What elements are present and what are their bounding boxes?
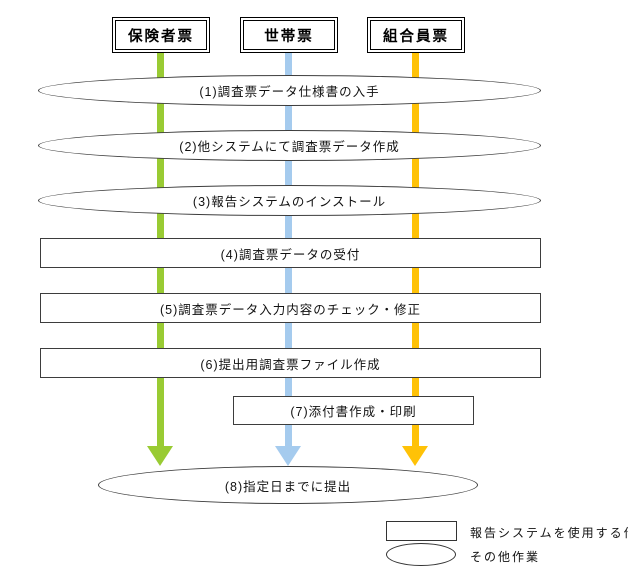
step-7-rect: (7)添付書作成・印刷 — [233, 396, 474, 425]
household-form-header: 世帯票 — [240, 17, 338, 53]
step-1-ellipse: (1)調査票データ仕様書の入手 — [38, 75, 541, 106]
household-flow-arrow-head-icon — [275, 446, 301, 466]
union-member-flow-arrow-head-icon — [402, 446, 428, 466]
union-member-form-header-label: 組合員票 — [370, 20, 462, 50]
legend-ellipse-label: その他作業 — [470, 550, 541, 564]
legend-rect-label: 報告システムを使用する作業 — [470, 526, 628, 540]
step-2-ellipse: (2)他システムにて調査票データ作成 — [38, 130, 541, 161]
step-4-rect: (4)調査票データの受付 — [40, 238, 541, 268]
legend-rect-swatch — [386, 521, 457, 541]
step-5-rect: (5)調査票データ入力内容のチェック・修正 — [40, 293, 541, 323]
union-member-form-header: 組合員票 — [367, 17, 465, 53]
step-8-ellipse: (8)指定日までに提出 — [98, 466, 478, 504]
insurer-form-header: 保険者票 — [112, 17, 210, 53]
legend-ellipse-swatch — [386, 543, 456, 566]
household-form-header-label: 世帯票 — [243, 20, 335, 50]
step-6-rect: (6)提出用調査票ファイル作成 — [40, 348, 541, 378]
insurer-form-header-label: 保険者票 — [115, 20, 207, 50]
step-3-ellipse: (3)報告システムのインストール — [38, 185, 541, 216]
insurer-flow-arrow-head-icon — [147, 446, 173, 466]
